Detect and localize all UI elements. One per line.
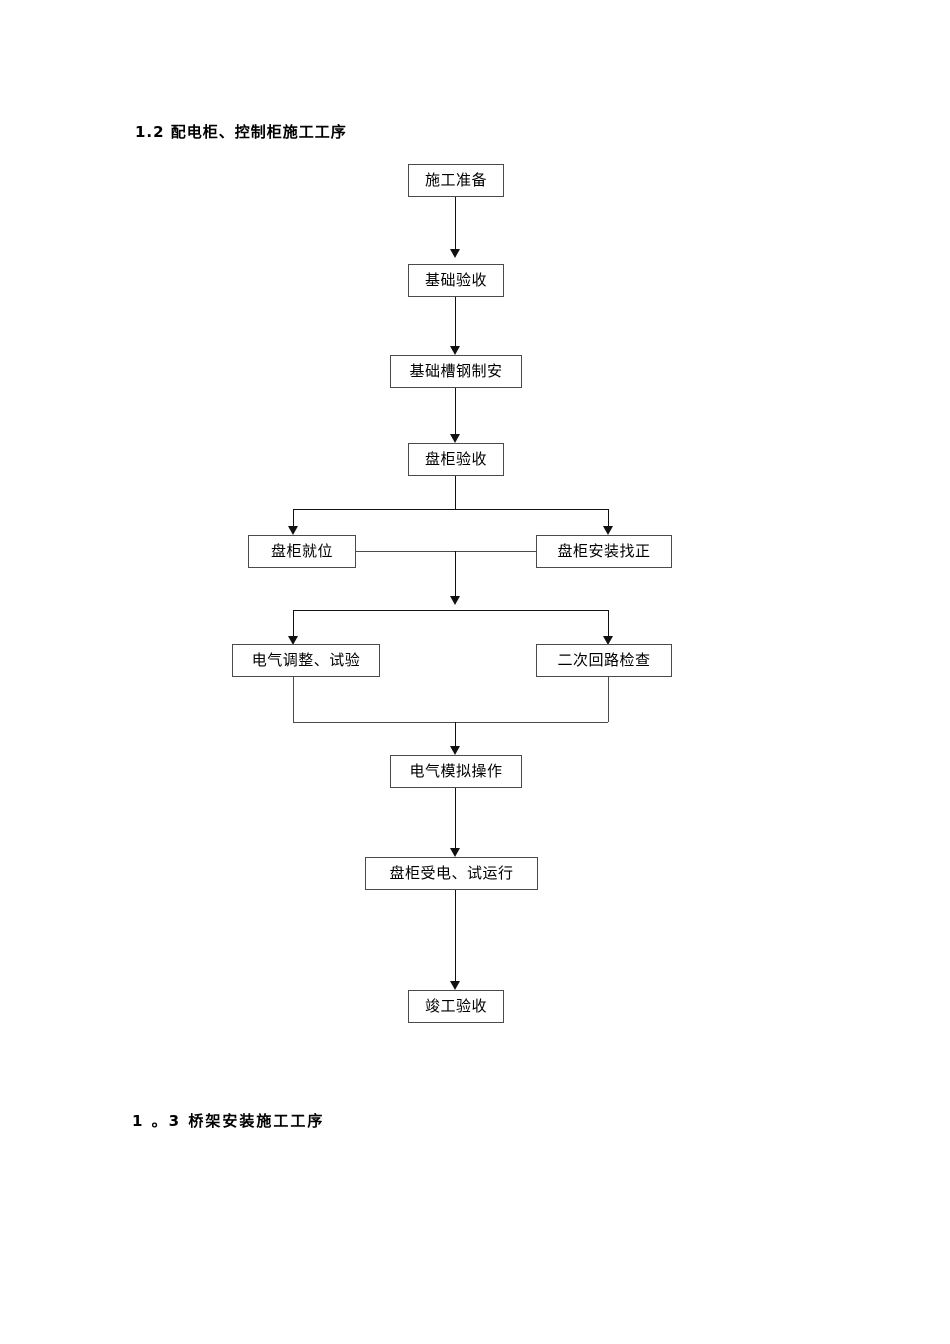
connector-split2-right-arrow <box>603 636 613 645</box>
connector-split2-left-arrow <box>288 636 298 645</box>
connector-merge-bar <box>293 722 608 723</box>
section-heading-1-3: 1 。3 桥架安装施工工序 <box>132 1112 325 1130</box>
flow-node-panel-install-alignment[interactable]: 盘柜安装找正 <box>536 535 672 568</box>
connector-split2-bar <box>293 610 608 611</box>
flow-node-secondary-circuit-check[interactable]: 二次回路检查 <box>536 644 672 677</box>
connector-n3-n4-arrow <box>450 434 460 443</box>
connector-split2-left-drop <box>293 610 294 636</box>
connector-n5-n6-link <box>356 551 536 552</box>
flow-node-electrical-adjustment-test[interactable]: 电气调整、试验 <box>232 644 380 677</box>
connector-n1-n2-line <box>455 197 456 249</box>
flow-node-completion-acceptance[interactable]: 竣工验收 <box>408 990 504 1023</box>
connector-split1-bar <box>293 509 608 510</box>
flow-node-panel-energize-trial-run[interactable]: 盘柜受电、试运行 <box>365 857 538 890</box>
connector-n3-n4-line <box>455 388 456 434</box>
flow-node-panel-positioning[interactable]: 盘柜就位 <box>248 535 356 568</box>
connector-n2-n3-arrow <box>450 346 460 355</box>
connector-split1-left-arrow <box>288 526 298 535</box>
connector-merge-left-drop <box>293 677 294 722</box>
flowchart-construction-sequence: 施工准备 基础验收 基础槽钢制安 盘柜验收 盘柜就位 盘柜安装找正 <box>232 164 672 1023</box>
connector-split1-stem <box>455 476 456 509</box>
flow-node-foundation-acceptance[interactable]: 基础验收 <box>408 264 504 297</box>
connector-split2-right-drop <box>608 610 609 636</box>
connector-merge-stem <box>455 722 456 751</box>
flow-node-foundation-channel-steel[interactable]: 基础槽钢制安 <box>390 355 522 388</box>
connector-merge-arrow <box>450 746 460 755</box>
connector-split1-left-drop <box>293 509 294 526</box>
flow-node-panel-cabinet-acceptance[interactable]: 盘柜验收 <box>408 443 504 476</box>
connector-branch1-merge-arrow <box>450 596 460 605</box>
connector-branch1-merge-stem <box>455 551 456 603</box>
connector-n9-n10-line <box>455 788 456 848</box>
flow-node-construction-preparation[interactable]: 施工准备 <box>408 164 504 197</box>
connector-merge-right-drop <box>608 677 609 722</box>
connector-n9-n10-arrow <box>450 848 460 857</box>
connector-n1-n2-arrow <box>450 249 460 258</box>
connector-n2-n3-line <box>455 297 456 346</box>
connector-n10-n11-line <box>455 890 456 981</box>
connector-split1-right-drop <box>608 509 609 526</box>
flow-node-electrical-simulation-operation[interactable]: 电气模拟操作 <box>390 755 522 788</box>
connector-split1-right-arrow <box>603 526 613 535</box>
connector-n10-n11-arrow <box>450 981 460 990</box>
section-heading-1-2: 1.2 配电柜、控制柜施工工序 <box>135 123 347 141</box>
